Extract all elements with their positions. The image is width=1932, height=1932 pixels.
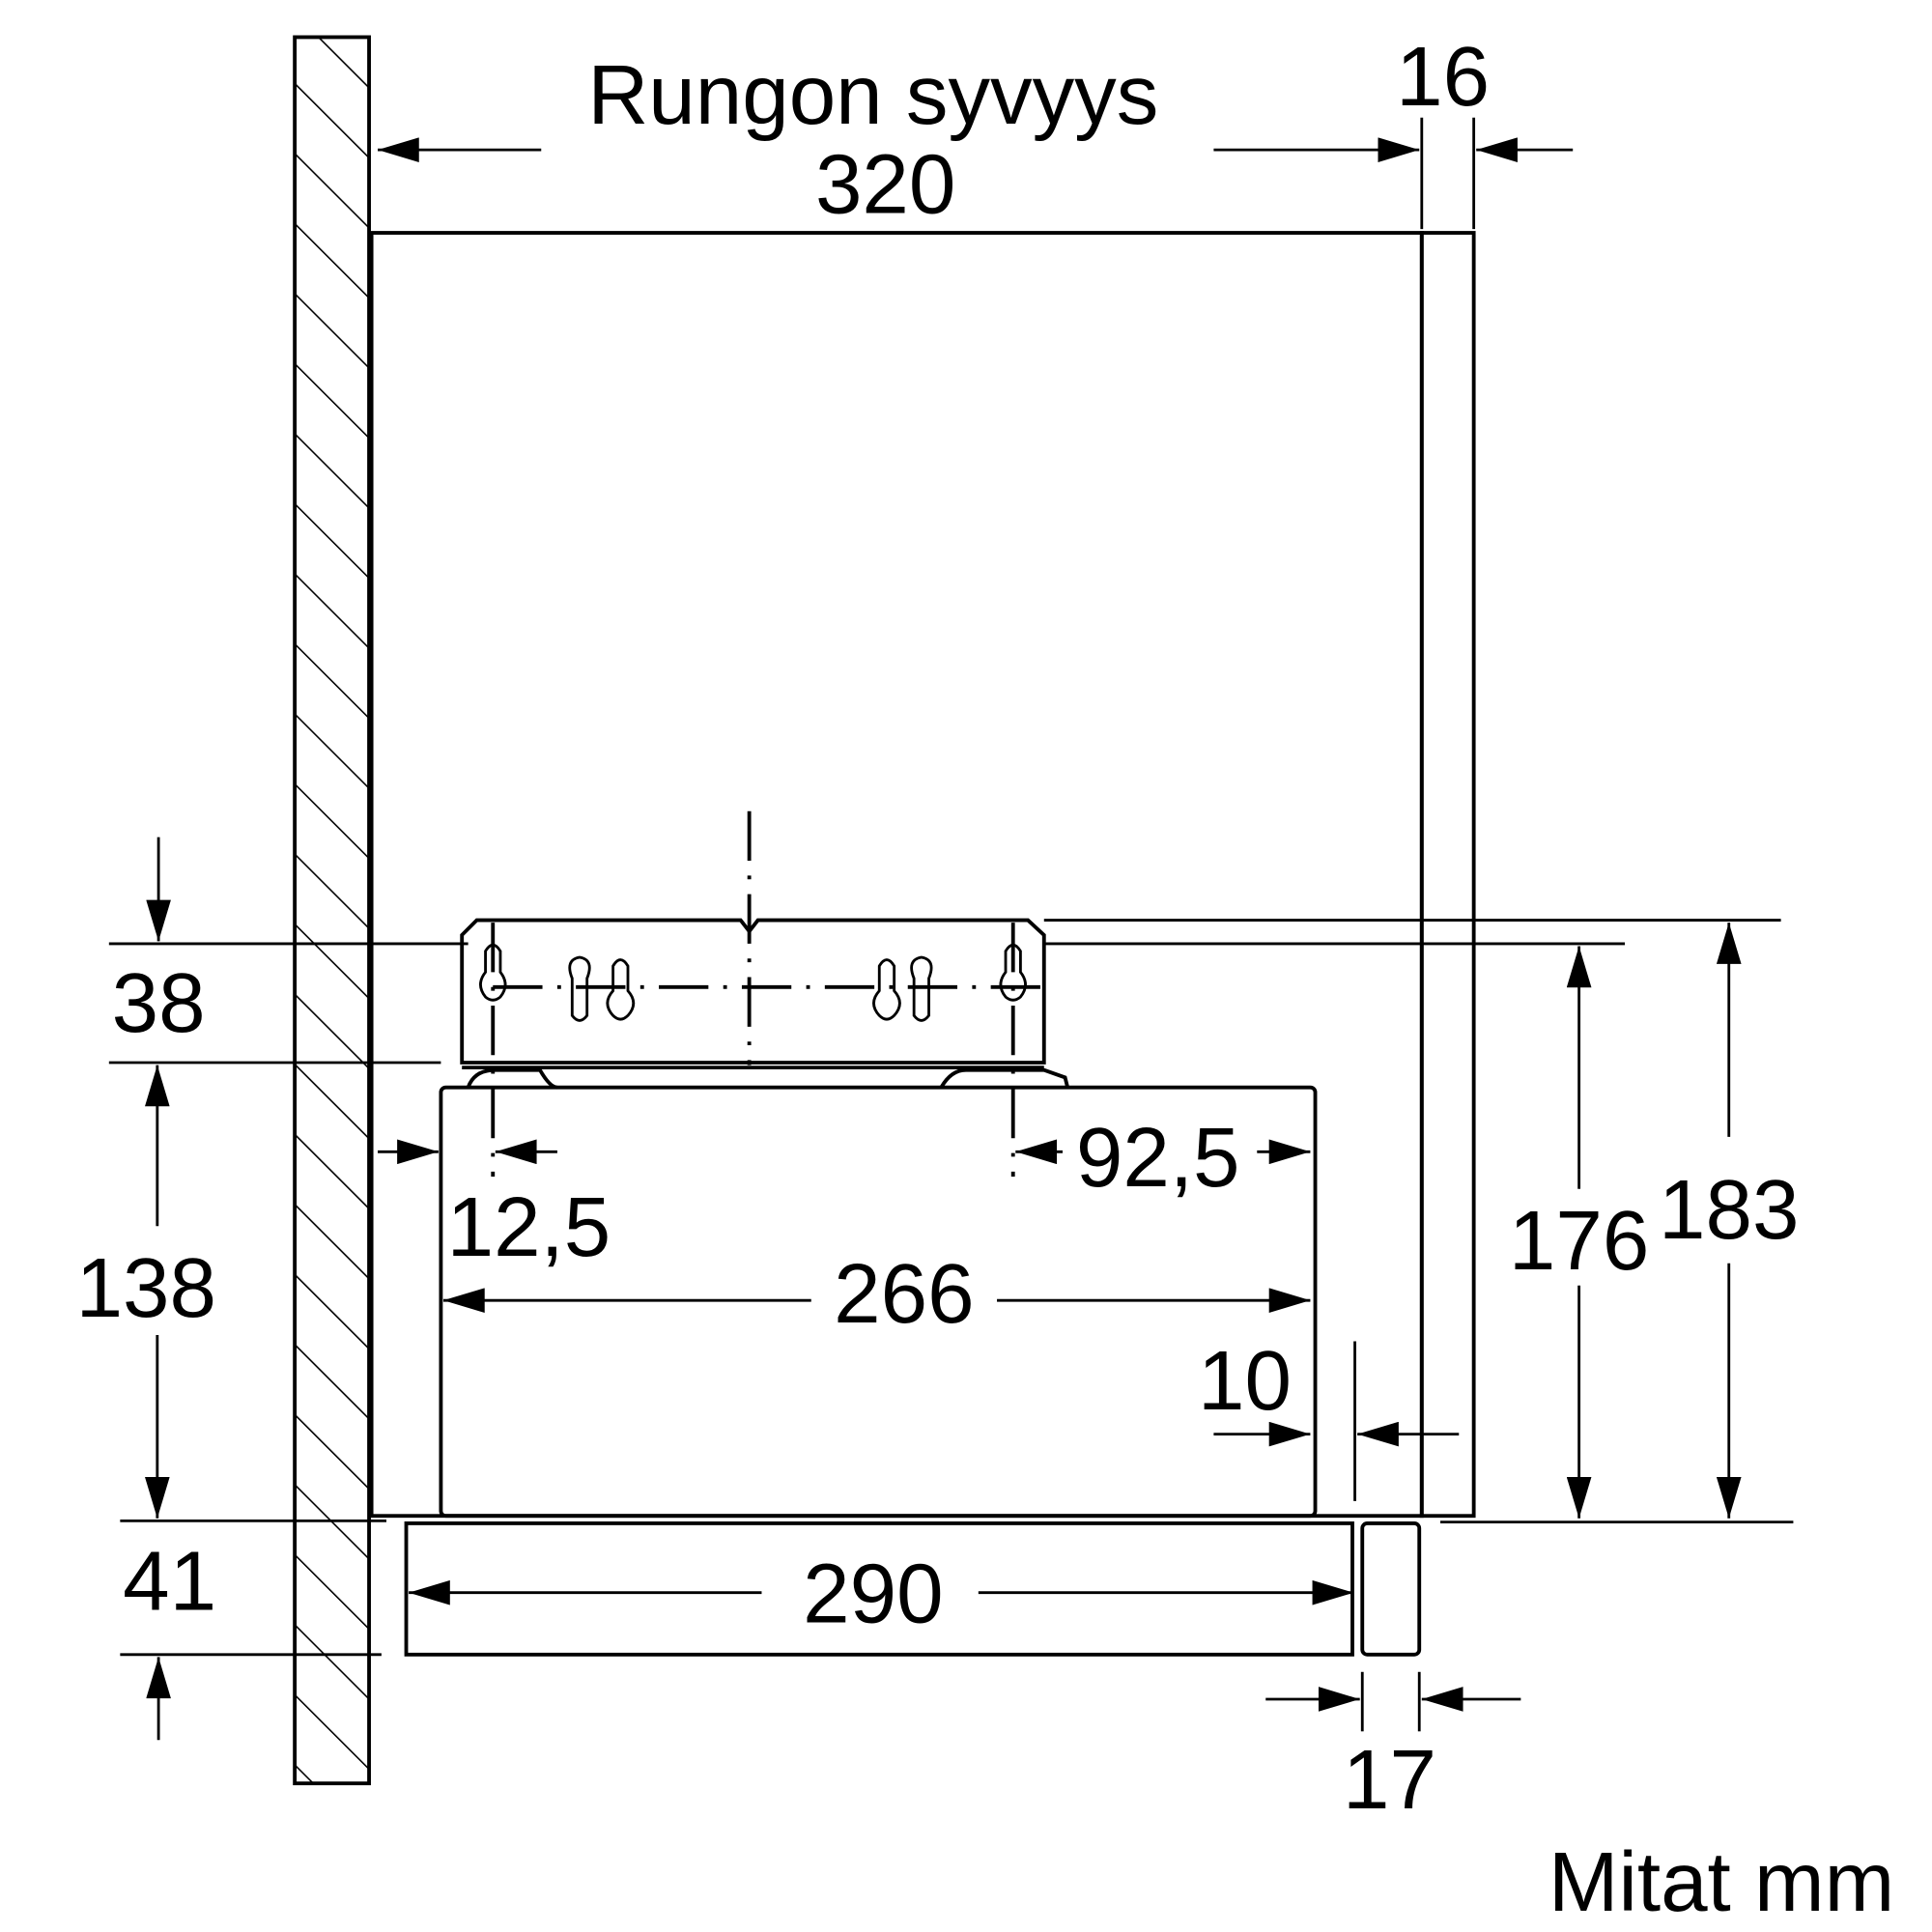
dim-door-thickness: 16 — [1396, 30, 1490, 124]
dim-right-offset: 92,5 — [1076, 1111, 1240, 1205]
dim-rear-gap: 10 — [1198, 1334, 1292, 1428]
front-panel — [1360, 1521, 1422, 1657]
wall — [293, 35, 371, 1786]
dim-front-height: 41 — [123, 1535, 216, 1629]
dim-hood-height: 138 — [76, 1241, 216, 1335]
dim-drawer-depth: 290 — [803, 1547, 943, 1640]
keyhole-icon — [479, 943, 1027, 1022]
dim-hood-depth: 266 — [834, 1247, 974, 1341]
hood-body — [439, 1085, 1318, 1519]
dim-bracket-height: 38 — [112, 956, 206, 1050]
dim-front-panel: 17 — [1343, 1733, 1436, 1827]
dim-inner-height: 176 — [1509, 1194, 1649, 1288]
dim-left-offset: 12,5 — [447, 1180, 611, 1274]
extension-lines — [108, 117, 1794, 1732]
dimension-arrows — [145, 137, 1742, 1741]
mounting-bracket — [460, 810, 1069, 1177]
dim-outer-height: 183 — [1659, 1163, 1799, 1257]
dim-depth: 320 — [815, 138, 955, 232]
title-label: Rungon syvyys — [587, 48, 1158, 142]
units-note: Mitat mm — [1548, 1835, 1894, 1929]
